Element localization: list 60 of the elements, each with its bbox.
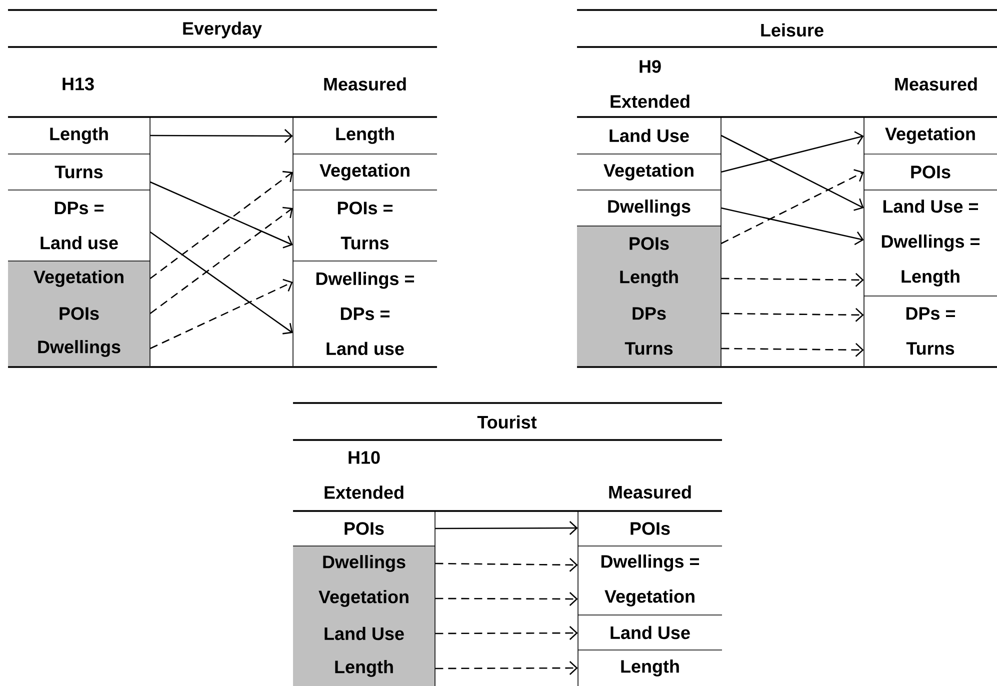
column-header: Measured [609,485,691,499]
table-cell: DPs = Turns [864,296,955,366]
column-header: H10 Extended [324,451,404,499]
table-cell: Length [335,650,436,686]
table-title: Everyday [183,22,262,38]
table-cell: Turns [8,154,150,190]
table-cell: POIs [292,510,436,546]
table-title: Tourist [477,415,537,429]
arrow [721,207,864,246]
table-cell: Vegetation [34,260,150,296]
arrow [435,521,578,535]
table-cell: Vegetation [576,154,722,190]
table-cell: Vegetation [292,154,438,190]
table-cell: POIs [630,226,722,262]
table-cell: Land Use [578,614,722,650]
table-cell: Length [292,116,438,154]
table-cell: Length [8,116,150,154]
table-cell: Vegetation [864,116,997,154]
arrow [435,626,578,640]
table-cell: Vegetation [318,580,436,616]
arrow [150,181,293,248]
table-cell: Dwellings = DPs = Land use [292,260,414,366]
table-cell: Dwellings [38,330,150,366]
arrow [150,206,293,314]
shaded-cell [577,226,721,366]
arrow [435,661,578,675]
arrow [721,131,864,173]
arrow [435,558,578,572]
table-cell: Dwellings [323,546,436,582]
table-cell: POIs [60,296,150,332]
arrow [721,272,864,287]
arrow [720,134,864,211]
table-cell: POIs [578,510,722,546]
table-cell: Land Use [576,116,722,154]
table-cell: Dwellings [576,190,722,226]
arrow [720,169,864,244]
arrow [721,308,864,322]
arrow [721,342,864,357]
arrow [150,278,293,350]
arrow [150,129,293,143]
table-cell: Length [620,260,722,296]
table-cell: Land Use [324,616,436,652]
arrow [435,592,578,606]
shaded-cell [8,261,150,366]
column-header: Measured [895,77,977,91]
column-header: Measured [324,77,406,91]
column-header: H9 Extended [610,60,690,108]
table-cell: Land Use = Dwellings = Length [864,190,997,296]
table-cell: POIs [864,154,997,190]
table-cell: DPs [632,296,722,332]
table-cell: POIs = Turns [292,190,438,262]
arrow [150,231,293,334]
table-cell: Length [578,650,679,686]
arrow [150,170,293,280]
column-header: H13 [62,78,94,90]
table-cell: DPs = Land use [8,190,150,262]
shaded-cell [293,546,435,686]
table-cell: Turns [624,330,722,366]
table-title: Leisure [761,23,824,37]
table-cell: Dwellings = Vegetation [578,546,722,616]
